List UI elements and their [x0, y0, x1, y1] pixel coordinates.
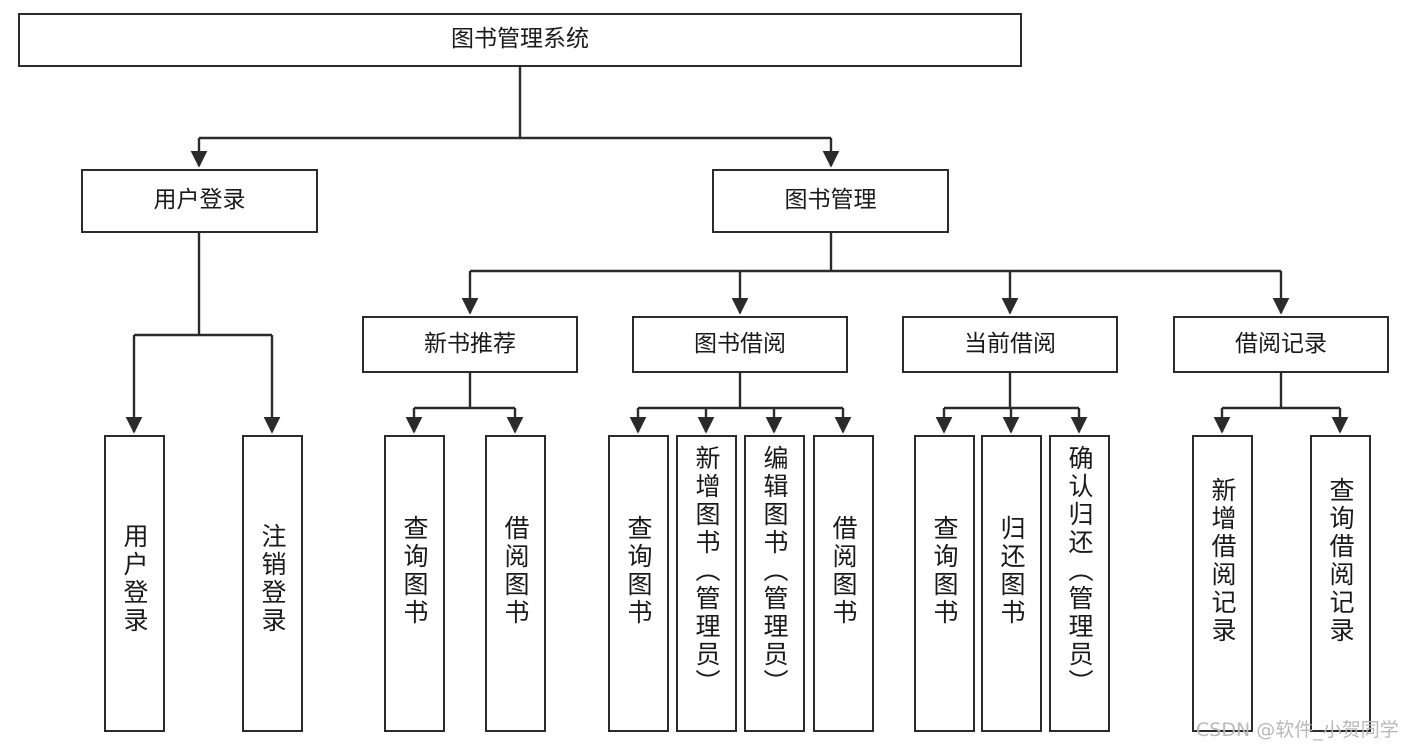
node-leaf-return-book[interactable]: 归还图书	[981, 435, 1042, 732]
node-leaf-edit-book-label: 编辑图书（管理员）	[760, 445, 789, 697]
node-root-label: 图书管理系统	[451, 26, 589, 53]
node-book-borrow-label: 图书借阅	[694, 330, 786, 357]
csdn-watermark: CSDN @软件_小贺同学	[1196, 715, 1399, 742]
node-leaf-user-login[interactable]: 用户登录	[104, 435, 165, 732]
node-leaf-borrow-book-2[interactable]: 借阅图书	[813, 435, 874, 732]
node-book-manage-label: 图书管理	[784, 187, 877, 214]
node-leaf-query-book-2-label: 查询图书	[624, 515, 653, 627]
node-leaf-logout-login[interactable]: 注销登录	[242, 435, 303, 732]
node-leaf-edit-book[interactable]: 编辑图书（管理员）	[744, 435, 805, 732]
node-leaf-query-book-1[interactable]: 查询图书	[384, 435, 445, 732]
node-leaf-query-record-label: 查询借阅记录	[1326, 477, 1355, 645]
node-current-borrow-label: 当前借阅	[964, 330, 1056, 357]
node-leaf-confirm-return-label: 确认归还（管理员）	[1065, 445, 1094, 697]
node-leaf-return-book-label: 归还图书	[997, 515, 1026, 627]
node-current-borrow[interactable]: 当前借阅	[902, 316, 1118, 373]
node-leaf-borrow-book-1-label: 借阅图书	[501, 515, 530, 627]
node-book-borrow[interactable]: 图书借阅	[632, 316, 848, 373]
node-leaf-confirm-return[interactable]: 确认归还（管理员）	[1049, 435, 1110, 732]
node-leaf-query-book-3[interactable]: 查询图书	[914, 435, 975, 732]
node-leaf-query-book-1-label: 查询图书	[400, 515, 429, 627]
node-leaf-query-record[interactable]: 查询借阅记录	[1310, 435, 1371, 732]
node-leaf-borrow-book-1[interactable]: 借阅图书	[485, 435, 546, 732]
node-new-book-recommend-label: 新书推荐	[424, 330, 516, 357]
node-leaf-borrow-book-2-label: 借阅图书	[829, 515, 858, 627]
node-user-login[interactable]: 用户登录	[81, 169, 318, 233]
csdn-watermark-text: CSDN @软件_小贺同学	[1196, 719, 1399, 741]
node-new-book-recommend[interactable]: 新书推荐	[362, 316, 578, 373]
node-leaf-add-record-label: 新增借阅记录	[1208, 477, 1237, 645]
node-leaf-user-login-label: 用户登录	[120, 523, 149, 635]
node-leaf-add-book-label: 新增图书（管理员）	[692, 445, 721, 697]
node-user-login-label: 用户登录	[153, 187, 246, 214]
node-leaf-query-book-2[interactable]: 查询图书	[608, 435, 669, 732]
node-root[interactable]: 图书管理系统	[18, 13, 1022, 67]
node-borrow-record-label: 借阅记录	[1235, 330, 1327, 357]
node-leaf-add-book[interactable]: 新增图书（管理员）	[676, 435, 737, 732]
node-leaf-query-book-3-label: 查询图书	[930, 515, 959, 627]
node-leaf-add-record[interactable]: 新增借阅记录	[1192, 435, 1253, 732]
node-borrow-record[interactable]: 借阅记录	[1173, 316, 1389, 373]
node-book-manage[interactable]: 图书管理	[712, 169, 949, 233]
node-leaf-logout-login-label: 注销登录	[258, 523, 287, 635]
